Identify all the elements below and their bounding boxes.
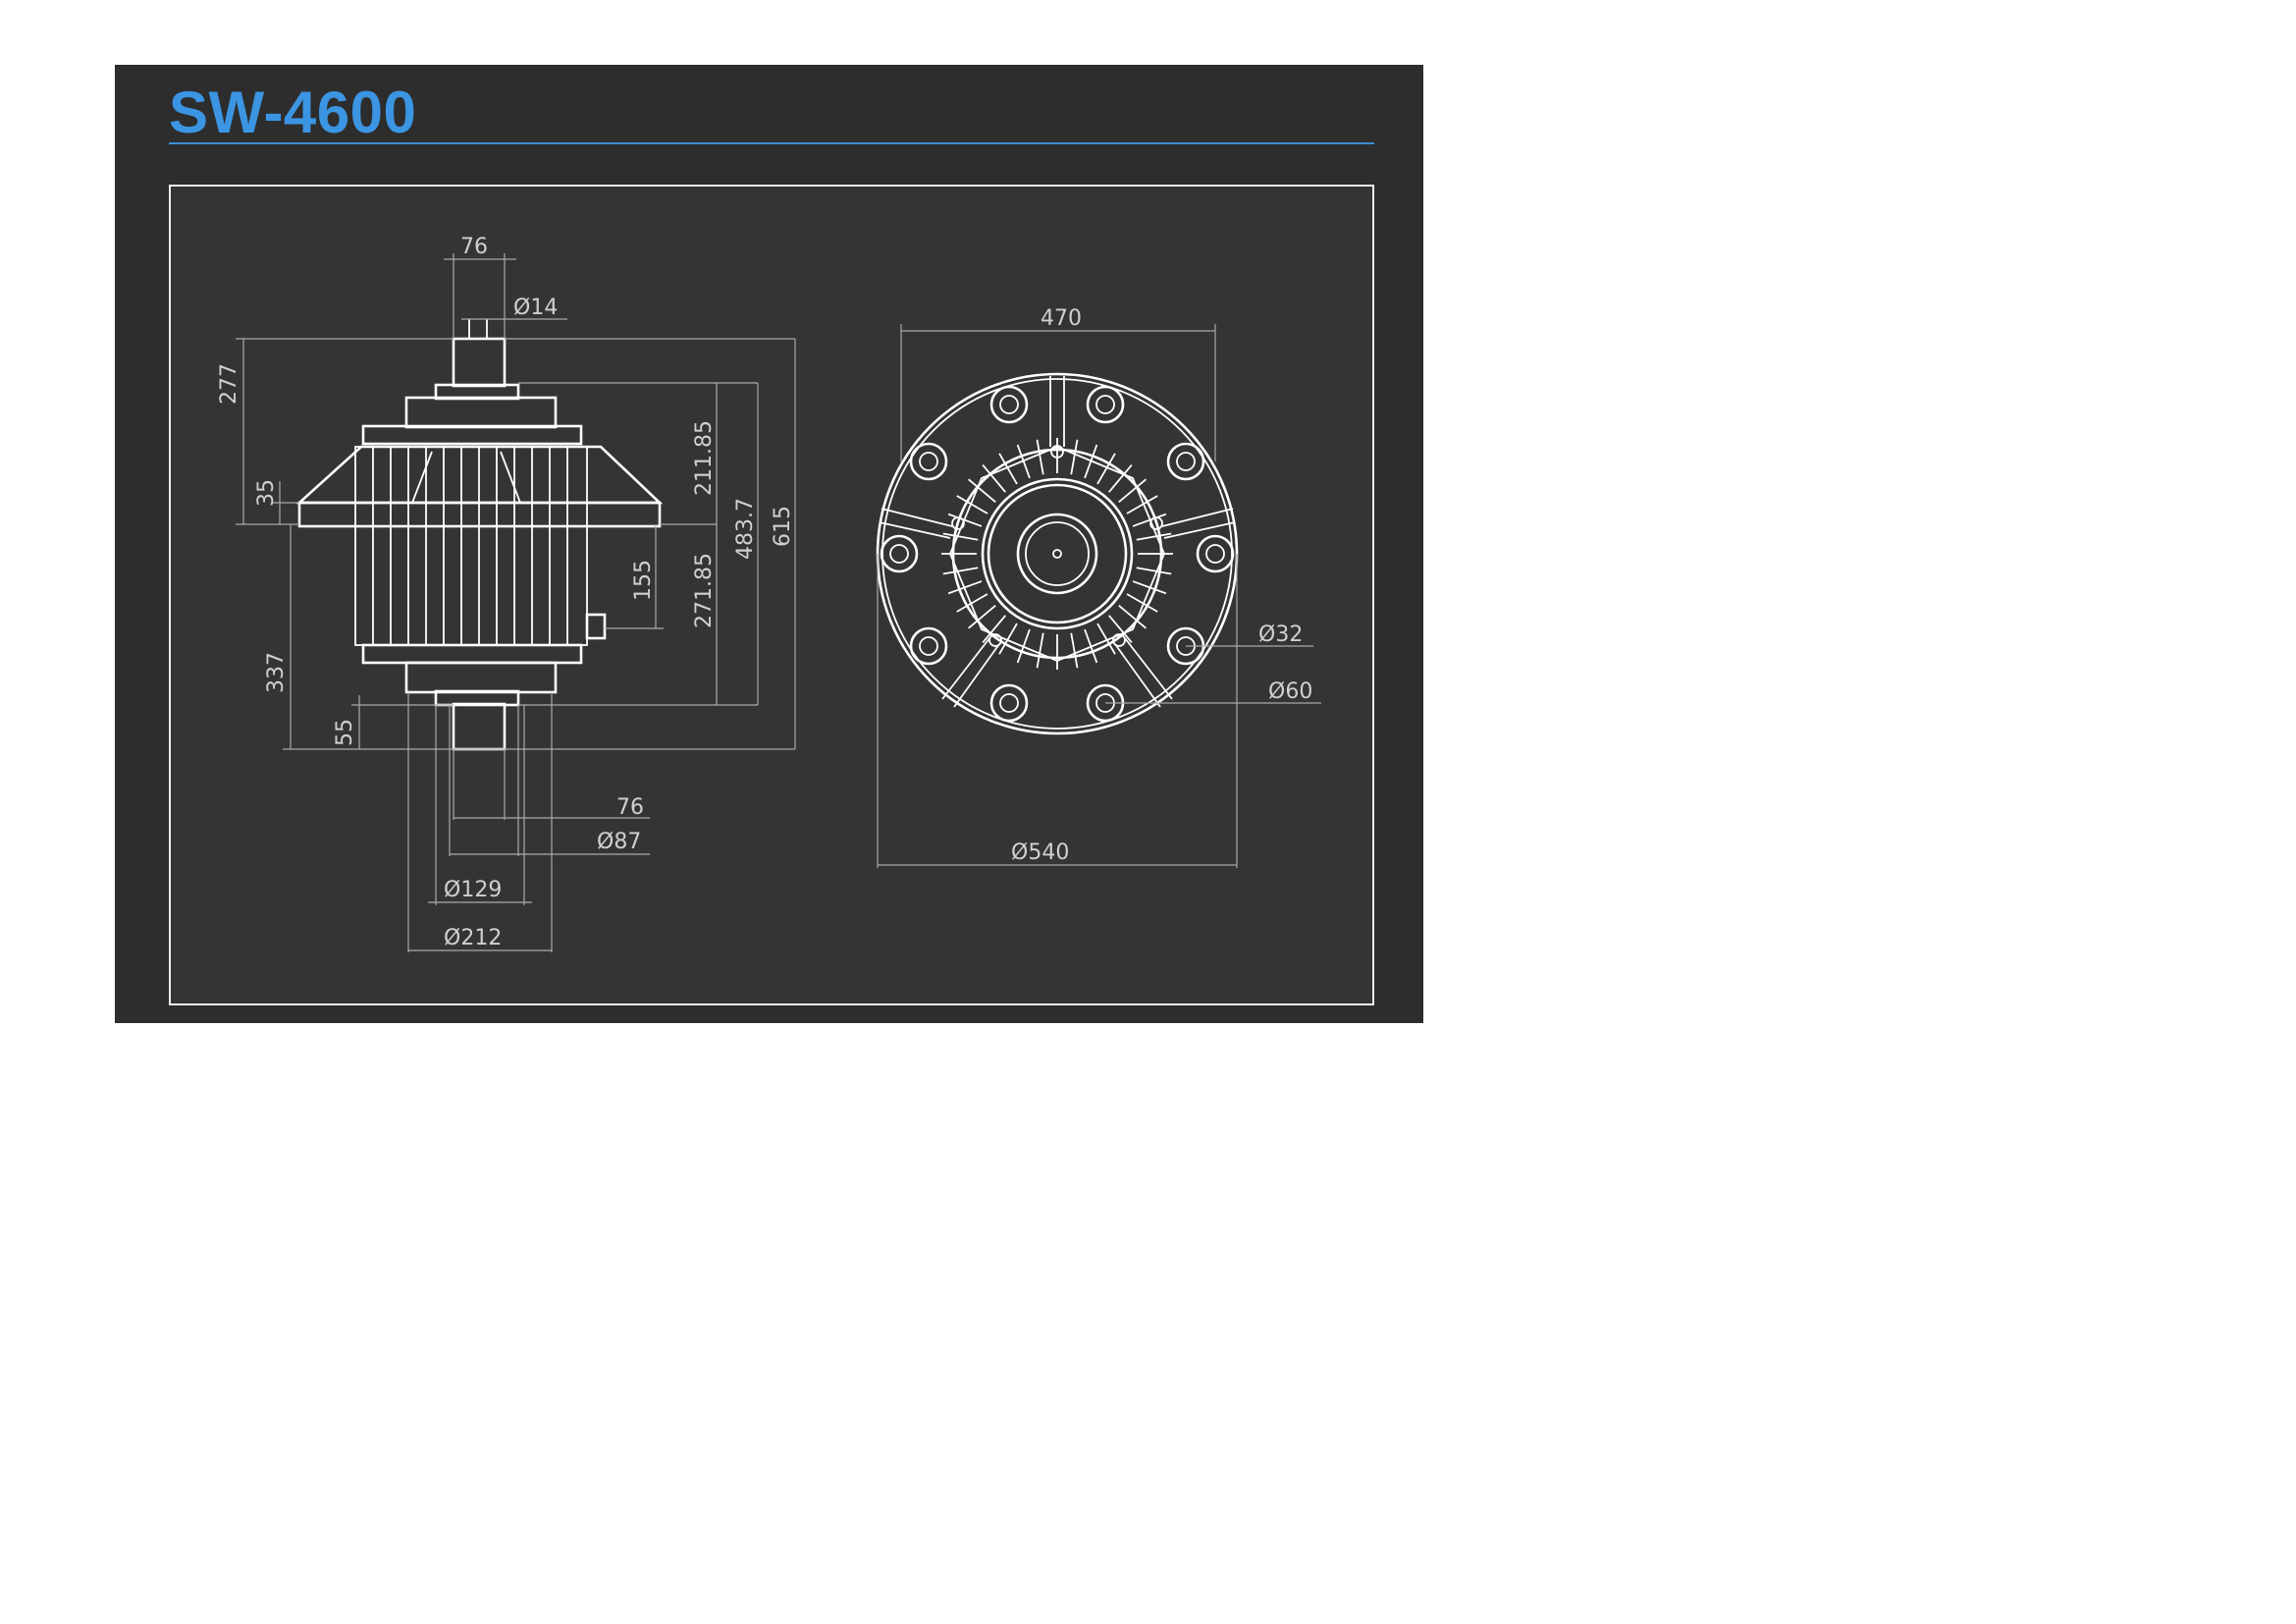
side-view-dimension-lines <box>236 253 796 952</box>
cooling-fin <box>1126 593 1158 613</box>
cooling-fin <box>1132 580 1167 595</box>
cooling-fin <box>998 453 1018 485</box>
dim-dia-87: Ø87 <box>597 830 641 854</box>
dim-lower-shaft: 55 <box>333 719 357 746</box>
cooling-fin <box>942 532 979 541</box>
drawing-frame <box>169 185 1374 1005</box>
cooling-fin <box>982 464 1006 493</box>
cooling-fin <box>1132 513 1167 527</box>
dim-bottom-width: 76 <box>616 795 644 820</box>
dim-height-upper: 277 <box>217 363 241 405</box>
side-view-dimension-text: 76 Ø14 277 35 337 55 211.85 483.7 615 15… <box>217 235 795 950</box>
dim-width: 470 <box>1041 306 1082 331</box>
dim-height-lower: 337 <box>264 652 289 693</box>
cooling-fin <box>1126 495 1158 514</box>
dim-lower-body: 271.85 <box>692 553 717 628</box>
cooling-fin <box>1136 532 1172 541</box>
dim-upper-body: 211.85 <box>692 420 717 496</box>
cooling-fin <box>1136 567 1172 575</box>
cooling-fin <box>1084 444 1098 479</box>
model-title: SW-4600 <box>169 80 417 145</box>
front-view-geometry <box>876 372 1239 735</box>
cooling-fin <box>982 615 1006 643</box>
cooling-fin <box>998 623 1018 655</box>
cooling-fin <box>968 478 996 503</box>
title-underline <box>169 142 1374 144</box>
cooling-fin <box>1036 439 1044 475</box>
front-view-dimension-lines <box>877 324 1321 868</box>
cooling-fin <box>1084 628 1098 664</box>
cooling-fin <box>1118 605 1147 629</box>
cooling-fin <box>1016 628 1031 664</box>
cooling-fin <box>968 605 996 629</box>
cooling-fin <box>947 580 983 595</box>
dim-hole-dia: Ø32 <box>1258 623 1303 647</box>
dim-flange: 35 <box>254 479 279 507</box>
technical-drawing: 76 Ø14 277 35 337 55 211.85 483.7 615 15… <box>217 235 1321 952</box>
dim-overall-height: 615 <box>771 506 795 547</box>
cooling-fin <box>1118 478 1147 503</box>
cooling-fin <box>956 495 988 514</box>
cooling-fin <box>1108 464 1133 493</box>
cooling-fin <box>956 593 988 613</box>
dim-boss-dia: Ø60 <box>1268 679 1312 704</box>
cooling-fin <box>1096 623 1116 655</box>
dim-dia-212: Ø212 <box>444 926 502 950</box>
side-view-geometry <box>295 319 664 751</box>
dim-body-height: 483.7 <box>733 498 758 560</box>
cooling-fin <box>1016 444 1031 479</box>
bolt-holes <box>880 385 1235 723</box>
dim-mid: 155 <box>631 560 656 601</box>
cooling-fin <box>947 513 983 527</box>
cooling-fin <box>1070 632 1079 669</box>
cooling-fin <box>942 567 979 575</box>
dim-dia-129: Ø129 <box>444 878 502 902</box>
cooling-fin <box>1070 439 1079 475</box>
dim-shaft-dia: Ø14 <box>513 296 558 320</box>
cooling-fin <box>1096 453 1116 485</box>
dim-top-width: 76 <box>460 235 488 259</box>
front-view-dimension-text: 470 Ø32 Ø60 Ø540 <box>1011 306 1312 865</box>
dim-outer-dia: Ø540 <box>1011 840 1069 865</box>
cooling-fin <box>1036 632 1044 669</box>
cooling-fin <box>1108 615 1133 643</box>
